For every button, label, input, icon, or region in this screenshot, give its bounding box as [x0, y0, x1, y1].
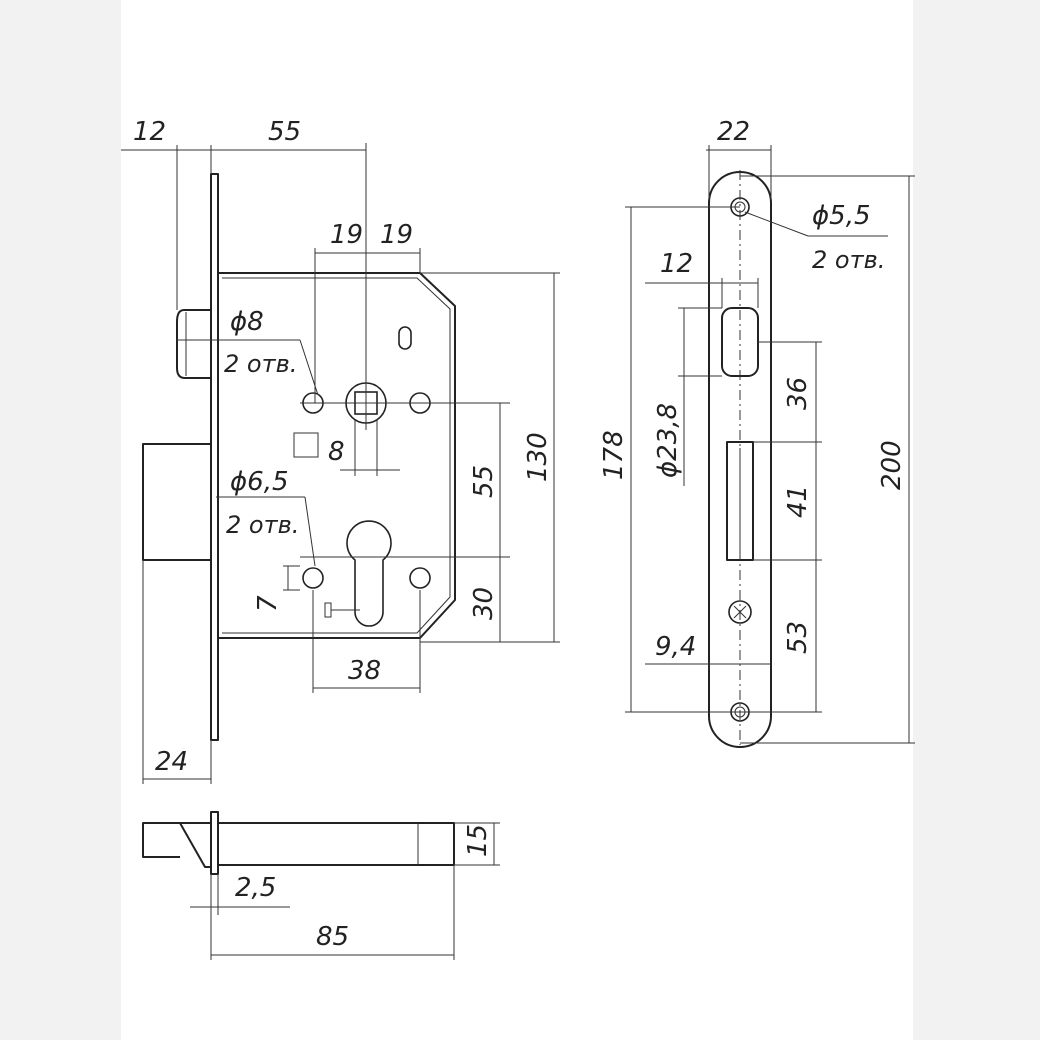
dim-23-8: ϕ23,8 [653, 403, 683, 478]
dim-19-right: 19 [380, 220, 413, 250]
latch-bolt [176, 309, 211, 379]
faceplate-outline [708, 171, 772, 748]
front-view: 12 55 19 19 ϕ8 2 отв. 8 ϕ6,5 2 отв. 7 55… [121, 117, 560, 784]
note-holes-top: 2 отв. [224, 350, 297, 378]
dim-5-5: ϕ5,5 [812, 201, 871, 231]
dim-30: 30 [469, 587, 499, 620]
dim-12-top: 12 [133, 117, 166, 147]
dim-12-latch: 12 [660, 249, 693, 279]
dim-178: 178 [599, 430, 629, 480]
note-holes-bottom: 2 отв. [226, 511, 299, 539]
dim-7: 7 [253, 595, 283, 612]
mount-hole-bottom-left [302, 567, 324, 589]
top-view-body [217, 822, 455, 866]
deadbolt [142, 443, 212, 561]
dim-41: 41 [783, 485, 813, 518]
dim-55-top: 55 [268, 117, 301, 147]
dim-9-4: 9,4 [655, 632, 696, 662]
dim-38: 38 [348, 656, 381, 686]
dim-53: 53 [783, 621, 813, 654]
drawing-sheet [121, 0, 913, 1040]
dim-36: 36 [783, 377, 813, 410]
dim-hole-6-5: ϕ6,5 [230, 467, 289, 497]
square-symbol-icon [293, 432, 319, 458]
dim-130: 130 [523, 432, 553, 482]
dim-85: 85 [316, 922, 349, 952]
dim-22: 22 [717, 117, 750, 147]
top-view-latch [142, 822, 211, 858]
front-faceplate [210, 173, 219, 741]
dim-55-vertical: 55 [469, 465, 499, 498]
dim-19-left: 19 [330, 220, 363, 250]
faceplate-view: 22 ϕ5,5 2 отв. 12 178 ϕ23,8 36 200 41 53… [599, 117, 915, 748]
note-screw-holes: 2 отв. [812, 246, 885, 274]
top-view-faceplate [210, 811, 219, 875]
mount-hole-bottom-right [409, 567, 431, 589]
dim-15: 15 [463, 824, 493, 857]
dim-square-8: 8 [328, 437, 345, 467]
cylinder-cutout [346, 520, 392, 627]
slot [398, 326, 412, 350]
top-view: 15 2,5 85 [142, 811, 500, 960]
dim-hole-8: ϕ8 [230, 307, 264, 337]
dim-2-5: 2,5 [235, 873, 276, 903]
dim-24: 24 [155, 747, 188, 777]
dim-200: 200 [877, 440, 907, 490]
